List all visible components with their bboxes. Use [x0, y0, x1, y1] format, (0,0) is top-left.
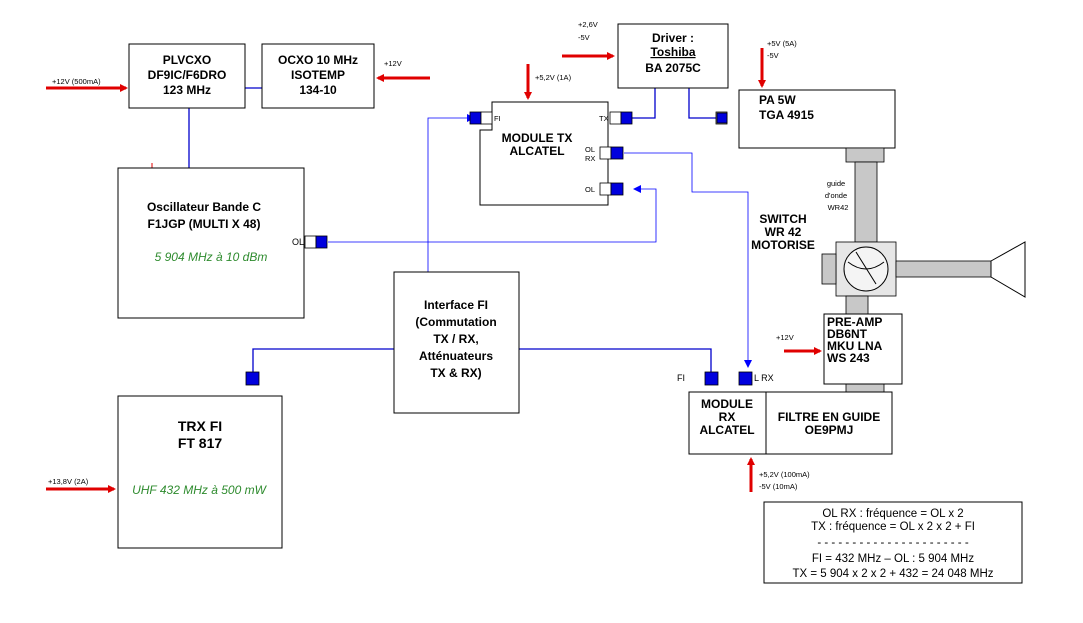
module-tx-port-olrx-2: RX [585, 154, 595, 163]
module-tx-port-tx: TX [599, 114, 609, 123]
module-tx-port-olrx-1: OL [585, 145, 595, 154]
preamp-block: PRE-AMP DB6NT MKU LNA WS 243 +12V [776, 313, 903, 385]
driver-block: Driver : Toshiba BA 2075C +2,6V -5V [562, 20, 729, 89]
oscillator-line1: Oscillateur Bande C [147, 200, 261, 214]
waveguide-line1: guide [827, 179, 845, 188]
driver-supply1: +2,6V [578, 20, 598, 29]
module-rx-line1: MODULE [701, 397, 753, 411]
oscillator-freq: 5 904 MHz à 10 dBm [155, 250, 268, 264]
horn-antenna-icon [990, 241, 1026, 298]
plvcxo-line3: 123 MHz [163, 83, 211, 97]
preamp-line1: PRE-AMP [827, 315, 882, 329]
waveguide-line2: d'onde [825, 191, 847, 200]
module-rx-line3: ALCATEL [699, 423, 754, 437]
wire-olrx-to-module-rx [624, 152, 752, 368]
wire-ol-to-module-tx [328, 185, 657, 243]
preamp-line3: MKU LNA [827, 339, 883, 353]
ocxo-line2: ISOTEMP [291, 68, 345, 82]
wire-interface-to-rx-fi [519, 348, 712, 373]
switch-line2: WR 42 [765, 225, 802, 239]
notes-line3: FI = 432 MHz – OL : 5 904 MHz [812, 553, 974, 565]
trx-line2: FT 817 [178, 435, 223, 451]
interface-line5: TX & RX) [430, 366, 481, 380]
interface-line4: Atténuateurs [419, 349, 493, 363]
notes-line2: TX : fréquence = OL x 2 x 2 + FI [811, 521, 975, 533]
ocxo-line1: OCXO 10 MHz [278, 53, 358, 67]
module-rx-port-lrx: L RX [754, 373, 774, 383]
module-rx-line2: RX [719, 410, 736, 424]
plvcxo-block: PLVCXO DF9IC/F6DRO 123 MHz +12V (500mA) [46, 43, 246, 109]
wire-interface-to-tx-fi [427, 114, 475, 272]
module-rx-supply2: -5V (10mA) [759, 482, 798, 491]
pa-line2: TGA 4915 [759, 108, 814, 122]
module-rx-port-fi: FI [677, 373, 685, 383]
module-tx-line2: ALCATEL [509, 144, 564, 158]
waveguide-assembly: guide d'onde WR42 SWITCH WR 42 MOTORISE [751, 147, 1026, 393]
wire-interface-to-trx [252, 348, 394, 373]
wire-driver-to-pa [688, 88, 718, 119]
preamp-supply: +12V [776, 333, 794, 342]
wire-tx-to-driver [632, 88, 656, 119]
filtre-block: FILTRE EN GUIDE OE9PMJ [765, 391, 893, 455]
driver-line1: Driver : [652, 31, 694, 45]
driver-line2: Toshiba [650, 45, 695, 59]
frequency-notes: OL RX : fréquence = OL x 2 TX : fréquenc… [763, 501, 1023, 584]
plvcxo-supply-label: +12V (500mA) [52, 77, 101, 86]
waveguide-horizontal [895, 260, 992, 278]
switch-line3: MOTORISE [751, 238, 815, 252]
ocxo-block: OCXO 10 MHz ISOTEMP 134-10 +12V [261, 43, 430, 109]
trx-freq: UHF 432 MHz à 500 mW [132, 483, 267, 497]
filtre-line2: OE9PMJ [805, 423, 854, 437]
interface-line3: TX / RX, [433, 332, 478, 346]
trx-port [245, 371, 260, 386]
module-rx-supply1: +5,2V (100mA) [759, 470, 810, 479]
trx-line1: TRX FI [178, 418, 222, 434]
preamp-line4: WS 243 [827, 351, 870, 365]
oscillator-ol-port [304, 235, 317, 249]
connection-wires [188, 87, 752, 373]
pa-line1: PA 5W [759, 93, 796, 107]
plvcxo-line1: PLVCXO [163, 53, 211, 67]
driver-line3: BA 2075C [645, 61, 701, 75]
trx-supply-label: +13,8V (2A) [48, 477, 89, 486]
module-tx-port-ol: OL [585, 185, 595, 194]
module-tx-supply-label: +5,2V (1A) [535, 73, 572, 82]
filtre-line1: FILTRE EN GUIDE [778, 410, 880, 424]
oscillator-ol-port-out [315, 235, 328, 249]
oscillator-port-label: OL [292, 237, 304, 247]
waveguide-line3: WR42 [828, 203, 849, 212]
pa-block: PA 5W TGA 4915 +5V (5A) -5V [715, 39, 896, 149]
module-rx-block: FI L RX MODULE RX ALCATEL +5,2V (100mA) … [677, 371, 810, 492]
trx-block: TRX FI FT 817 UHF 432 MHz à 500 mW +13,8… [46, 371, 283, 549]
notes-line4: TX = 5 904 x 2 x 2 + 432 = 24 048 MHz [792, 568, 993, 580]
oscillator-line2: F1JGP (MULTI X 48) [148, 217, 261, 231]
interface-line2: (Commutation [415, 315, 496, 329]
interface-line1: Interface FI [424, 298, 488, 312]
waveguide-upper [854, 161, 878, 243]
module-tx-block: MODULE TX ALCATEL +5,2V (1A) FI TX OL RX… [469, 64, 633, 206]
switch-line1: SWITCH [759, 212, 806, 226]
preamp-line2: DB6NT [827, 327, 868, 341]
driver-supply2: -5V [578, 33, 590, 42]
pa-supply2: -5V [767, 51, 779, 60]
notes-separator: - - - - - - - - - - - - - - - - - - - - … [817, 537, 969, 549]
notes-line1: OL RX : fréquence = OL x 2 [822, 508, 963, 520]
module-tx-line1: MODULE TX [502, 131, 573, 145]
ocxo-supply-label: +12V [384, 59, 402, 68]
oscillator-block: Oscillateur Bande C F1JGP (MULTI X 48) 5… [117, 163, 328, 319]
pa-supply1: +5V (5A) [767, 39, 797, 48]
interface-block: Interface FI (Commutation TX / RX, Attén… [393, 271, 520, 414]
module-tx-port-fi: FI [494, 114, 501, 123]
plvcxo-line2: DF9IC/F6DRO [148, 68, 227, 82]
ocxo-line3: 134-10 [299, 83, 337, 97]
